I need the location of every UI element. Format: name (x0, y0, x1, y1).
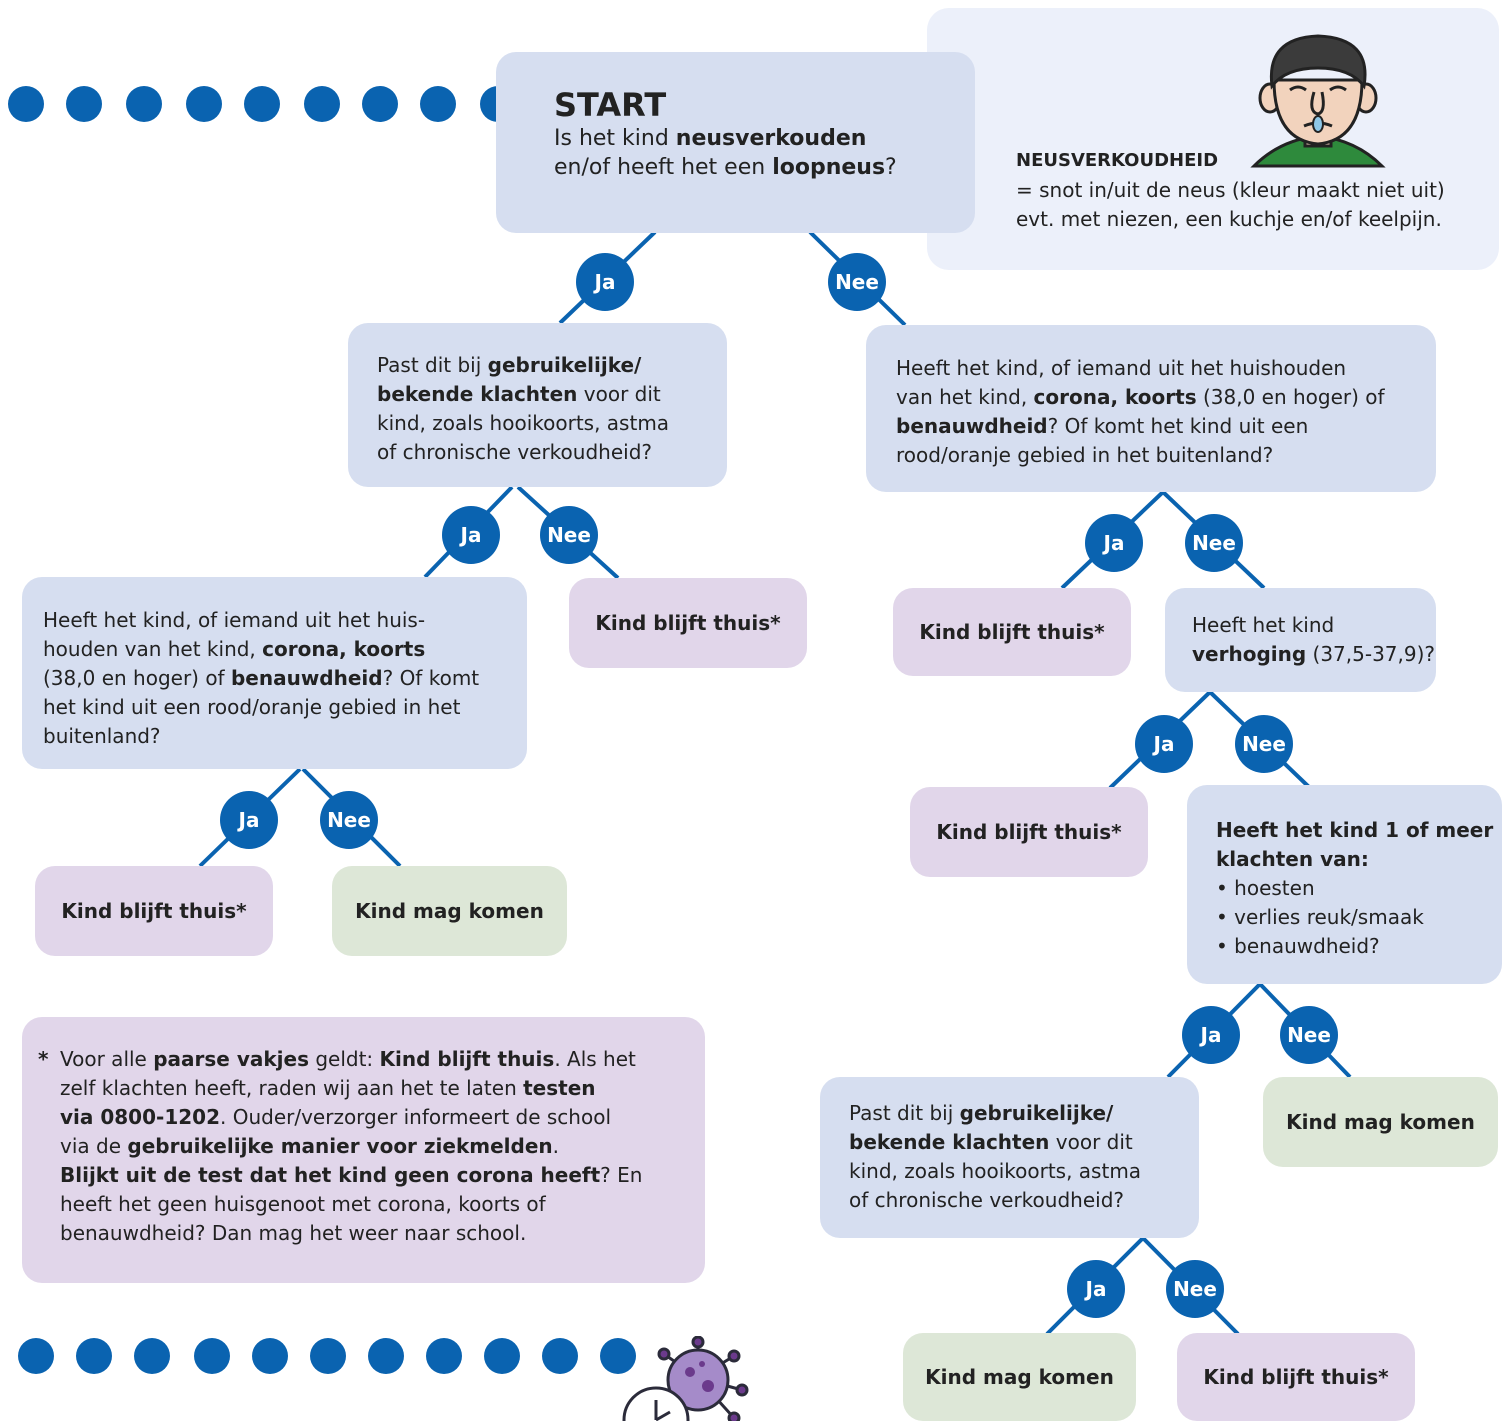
start-box: START Is het kind neusverkouden en/of he… (496, 52, 975, 233)
question-household-right: Heeft het kind, of iemand uit het huisho… (866, 325, 1436, 492)
sick-child-icon (1250, 34, 1386, 168)
no-badge: Nee (1166, 1260, 1224, 1318)
symptom-item: • hoesten (1216, 876, 1315, 900)
outcome-may-come-3: Kind mag komen (903, 1333, 1136, 1421)
start-title: START (554, 86, 667, 124)
question-fever: Heeft het kind verhoging (37,5-37,9)? (1165, 588, 1436, 692)
question-usual-complaints-bottom: Past dit bij gebruikelijke/ bekende klac… (820, 1077, 1199, 1238)
info-title: NEUSVERKOUDHEID (1016, 150, 1219, 171)
outcome-may-come-2: Kind mag komen (1263, 1077, 1498, 1167)
question-household-left: Heeft het kind, of iemand uit het huis- … (22, 577, 527, 769)
virus-clock-icon (622, 1336, 749, 1421)
outcome-stay-home-4: Kind blijft thuis* (35, 866, 273, 956)
yes-badge: Ja (1085, 514, 1143, 572)
start-question-line1: Is het kind neusverkouden (554, 126, 867, 151)
yes-badge: Ja (220, 791, 278, 849)
no-badge: Nee (540, 506, 598, 564)
footnote-box: * Voor alle paarse vakjes geldt: Kind bl… (22, 1017, 705, 1283)
info-panel (927, 8, 1499, 270)
no-badge: Nee (320, 791, 378, 849)
question-usual-complaints-top: Past dit bij gebruikelijke/ bekende klac… (348, 323, 727, 487)
no-badge: Nee (1235, 715, 1293, 773)
no-badge: Nee (1185, 514, 1243, 572)
footnote-star: * (38, 1047, 49, 1071)
outcome-stay-home-2: Kind blijft thuis* (893, 588, 1131, 676)
yes-badge: Ja (442, 506, 500, 564)
yes-badge: Ja (576, 253, 634, 311)
outcome-may-come-1: Kind mag komen (332, 866, 567, 956)
symptom-item: • benauwdheid? (1216, 934, 1380, 958)
outcome-stay-home-5: Kind blijft thuis* (1177, 1333, 1415, 1421)
symptom-item: • verlies reuk/smaak (1216, 905, 1424, 929)
outcome-stay-home-1: Kind blijft thuis* (569, 578, 807, 668)
yes-badge: Ja (1182, 1006, 1240, 1064)
outcome-stay-home-3: Kind blijft thuis* (910, 787, 1148, 877)
yes-badge: Ja (1135, 715, 1193, 773)
info-line-2: evt. met niezen, een kuchje en/of keelpi… (1016, 207, 1442, 231)
question-symptoms: Heeft het kind 1 of meer klachten van: •… (1187, 785, 1502, 984)
start-question-line2: en/of heeft het een loopneus? (554, 155, 897, 180)
no-badge: Nee (828, 253, 886, 311)
no-badge: Nee (1280, 1006, 1338, 1064)
yes-badge: Ja (1067, 1260, 1125, 1318)
info-line-1: = snot in/uit de neus (kleur maakt niet … (1016, 178, 1445, 202)
